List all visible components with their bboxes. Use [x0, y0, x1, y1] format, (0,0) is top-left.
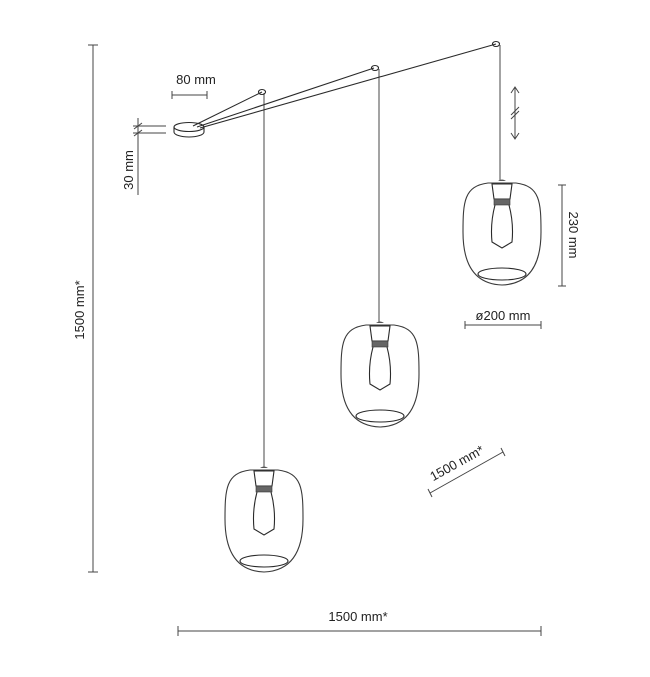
pendant-lamp-3 [462, 178, 542, 286]
shade-height-dimension: 230 mm [558, 184, 581, 287]
support-arms [192, 40, 501, 129]
canopy-diameter-label: 80 mm [176, 72, 216, 87]
canopy-diameter-dimension: 80 mm [171, 72, 216, 99]
shade-diameter-label: ø200 mm [476, 308, 531, 323]
canopy-height-label: 30 mm [121, 150, 136, 190]
shade-height-label: 230 mm [566, 212, 581, 259]
total-height-dimension: 1500 mm* [72, 44, 98, 573]
pendant-lamp-1 [224, 465, 304, 573]
total-height-label: 1500 mm* [72, 280, 87, 339]
pendant-lamp-2 [340, 320, 420, 428]
total-width-label: 1500 mm* [328, 609, 387, 624]
shade-diameter-dimension: ø200 mm [464, 308, 542, 329]
ceiling-canopy [173, 121, 205, 138]
canopy-height-dimension: 30 mm [121, 118, 166, 195]
suspension-wires [263, 45, 501, 468]
total-width-dimension: 1500 mm* [177, 609, 542, 636]
adjustable-height-icon [510, 86, 520, 140]
arm-length-dimension: 1500 mm* [427, 442, 506, 498]
